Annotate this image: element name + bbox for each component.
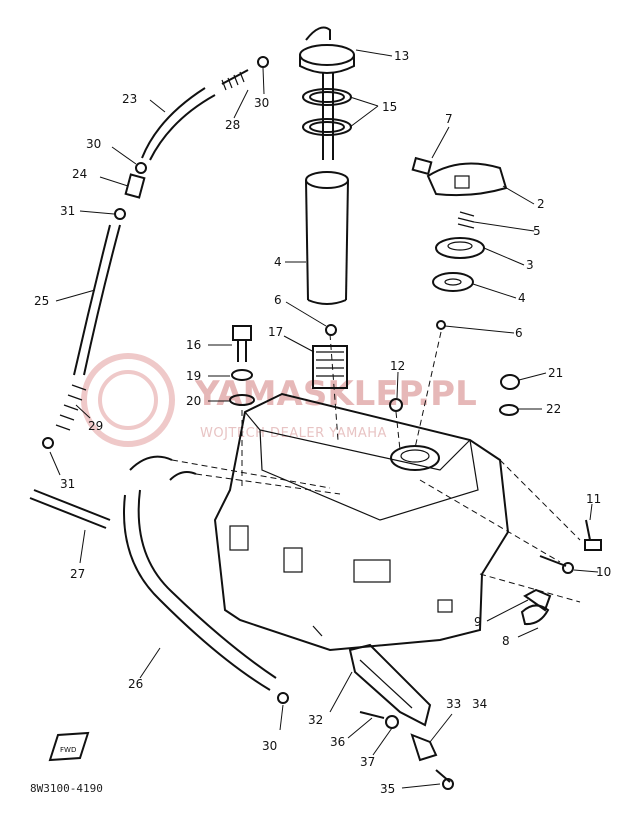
fuel-cap-assembly — [411, 156, 508, 330]
callout-20: 20 — [186, 394, 201, 408]
side-bolts — [520, 519, 602, 626]
vent-hoses — [29, 56, 289, 704]
filter-and-fasteners — [229, 324, 520, 416]
callout-30-top: 30 — [254, 96, 269, 110]
callout-29: 29 — [88, 419, 103, 433]
callout-23: 23 — [122, 92, 137, 106]
callout-9: 9 — [474, 615, 482, 629]
callout-30-left: 30 — [86, 137, 101, 151]
watermark-subtext: WOJTECH DEALER YAMAHA — [200, 426, 387, 441]
callout-4-tube: 4 — [274, 255, 282, 269]
callout-37: 37 — [360, 755, 375, 769]
callout-8: 8 — [502, 634, 510, 648]
callout-17: 17 — [268, 325, 283, 339]
fuel-gauge-assembly — [299, 26, 355, 160]
callout-27: 27 — [70, 567, 85, 581]
callout-13: 13 — [394, 49, 409, 63]
callout-15: 15 — [382, 100, 397, 114]
callout-31-bottom: 31 — [60, 477, 75, 491]
callout-11: 11 — [586, 492, 601, 506]
callout-35: 35 — [380, 782, 395, 796]
leader-lines — [49, 49, 599, 789]
callout-30-bottom: 30 — [262, 739, 277, 753]
svg-text:FWD: FWD — [60, 746, 76, 754]
callout-12: 12 — [390, 359, 405, 373]
callouts: 13 15 23 28 30 30 24 31 25 29 31 27 26 3… — [34, 49, 611, 796]
callout-22: 22 — [546, 402, 561, 416]
filler-tube — [305, 171, 349, 305]
callout-3: 3 — [526, 258, 534, 272]
callout-25: 25 — [34, 294, 49, 308]
callout-16: 16 — [186, 338, 201, 352]
callout-6-left: 6 — [274, 293, 282, 307]
watermark: YAMASKLEP.PL WOJTECH DEALER YAMAHA — [81, 353, 477, 447]
forward-arrow-icon: FWD — [48, 731, 90, 762]
callout-33: 33 — [446, 697, 461, 711]
callout-36: 36 — [330, 735, 345, 749]
callout-32: 32 — [308, 713, 323, 727]
watermark-logo-icon — [81, 353, 175, 447]
callout-31-top: 31 — [60, 204, 75, 218]
callout-5: 5 — [533, 224, 541, 238]
callout-7: 7 — [445, 112, 453, 126]
callout-19: 19 — [186, 369, 201, 383]
callout-2: 2 — [537, 197, 545, 211]
fuel-tank — [213, 392, 510, 652]
callout-26: 26 — [128, 677, 143, 691]
callout-10: 10 — [596, 565, 611, 579]
callout-34: 34 — [472, 697, 487, 711]
callout-24: 24 — [72, 167, 87, 181]
callout-21: 21 — [548, 366, 563, 380]
callout-4-gasket: 4 — [518, 291, 526, 305]
callout-6-right: 6 — [515, 326, 523, 340]
callout-28: 28 — [225, 118, 240, 132]
diagram-code: 8W3100-4190 — [30, 782, 103, 795]
